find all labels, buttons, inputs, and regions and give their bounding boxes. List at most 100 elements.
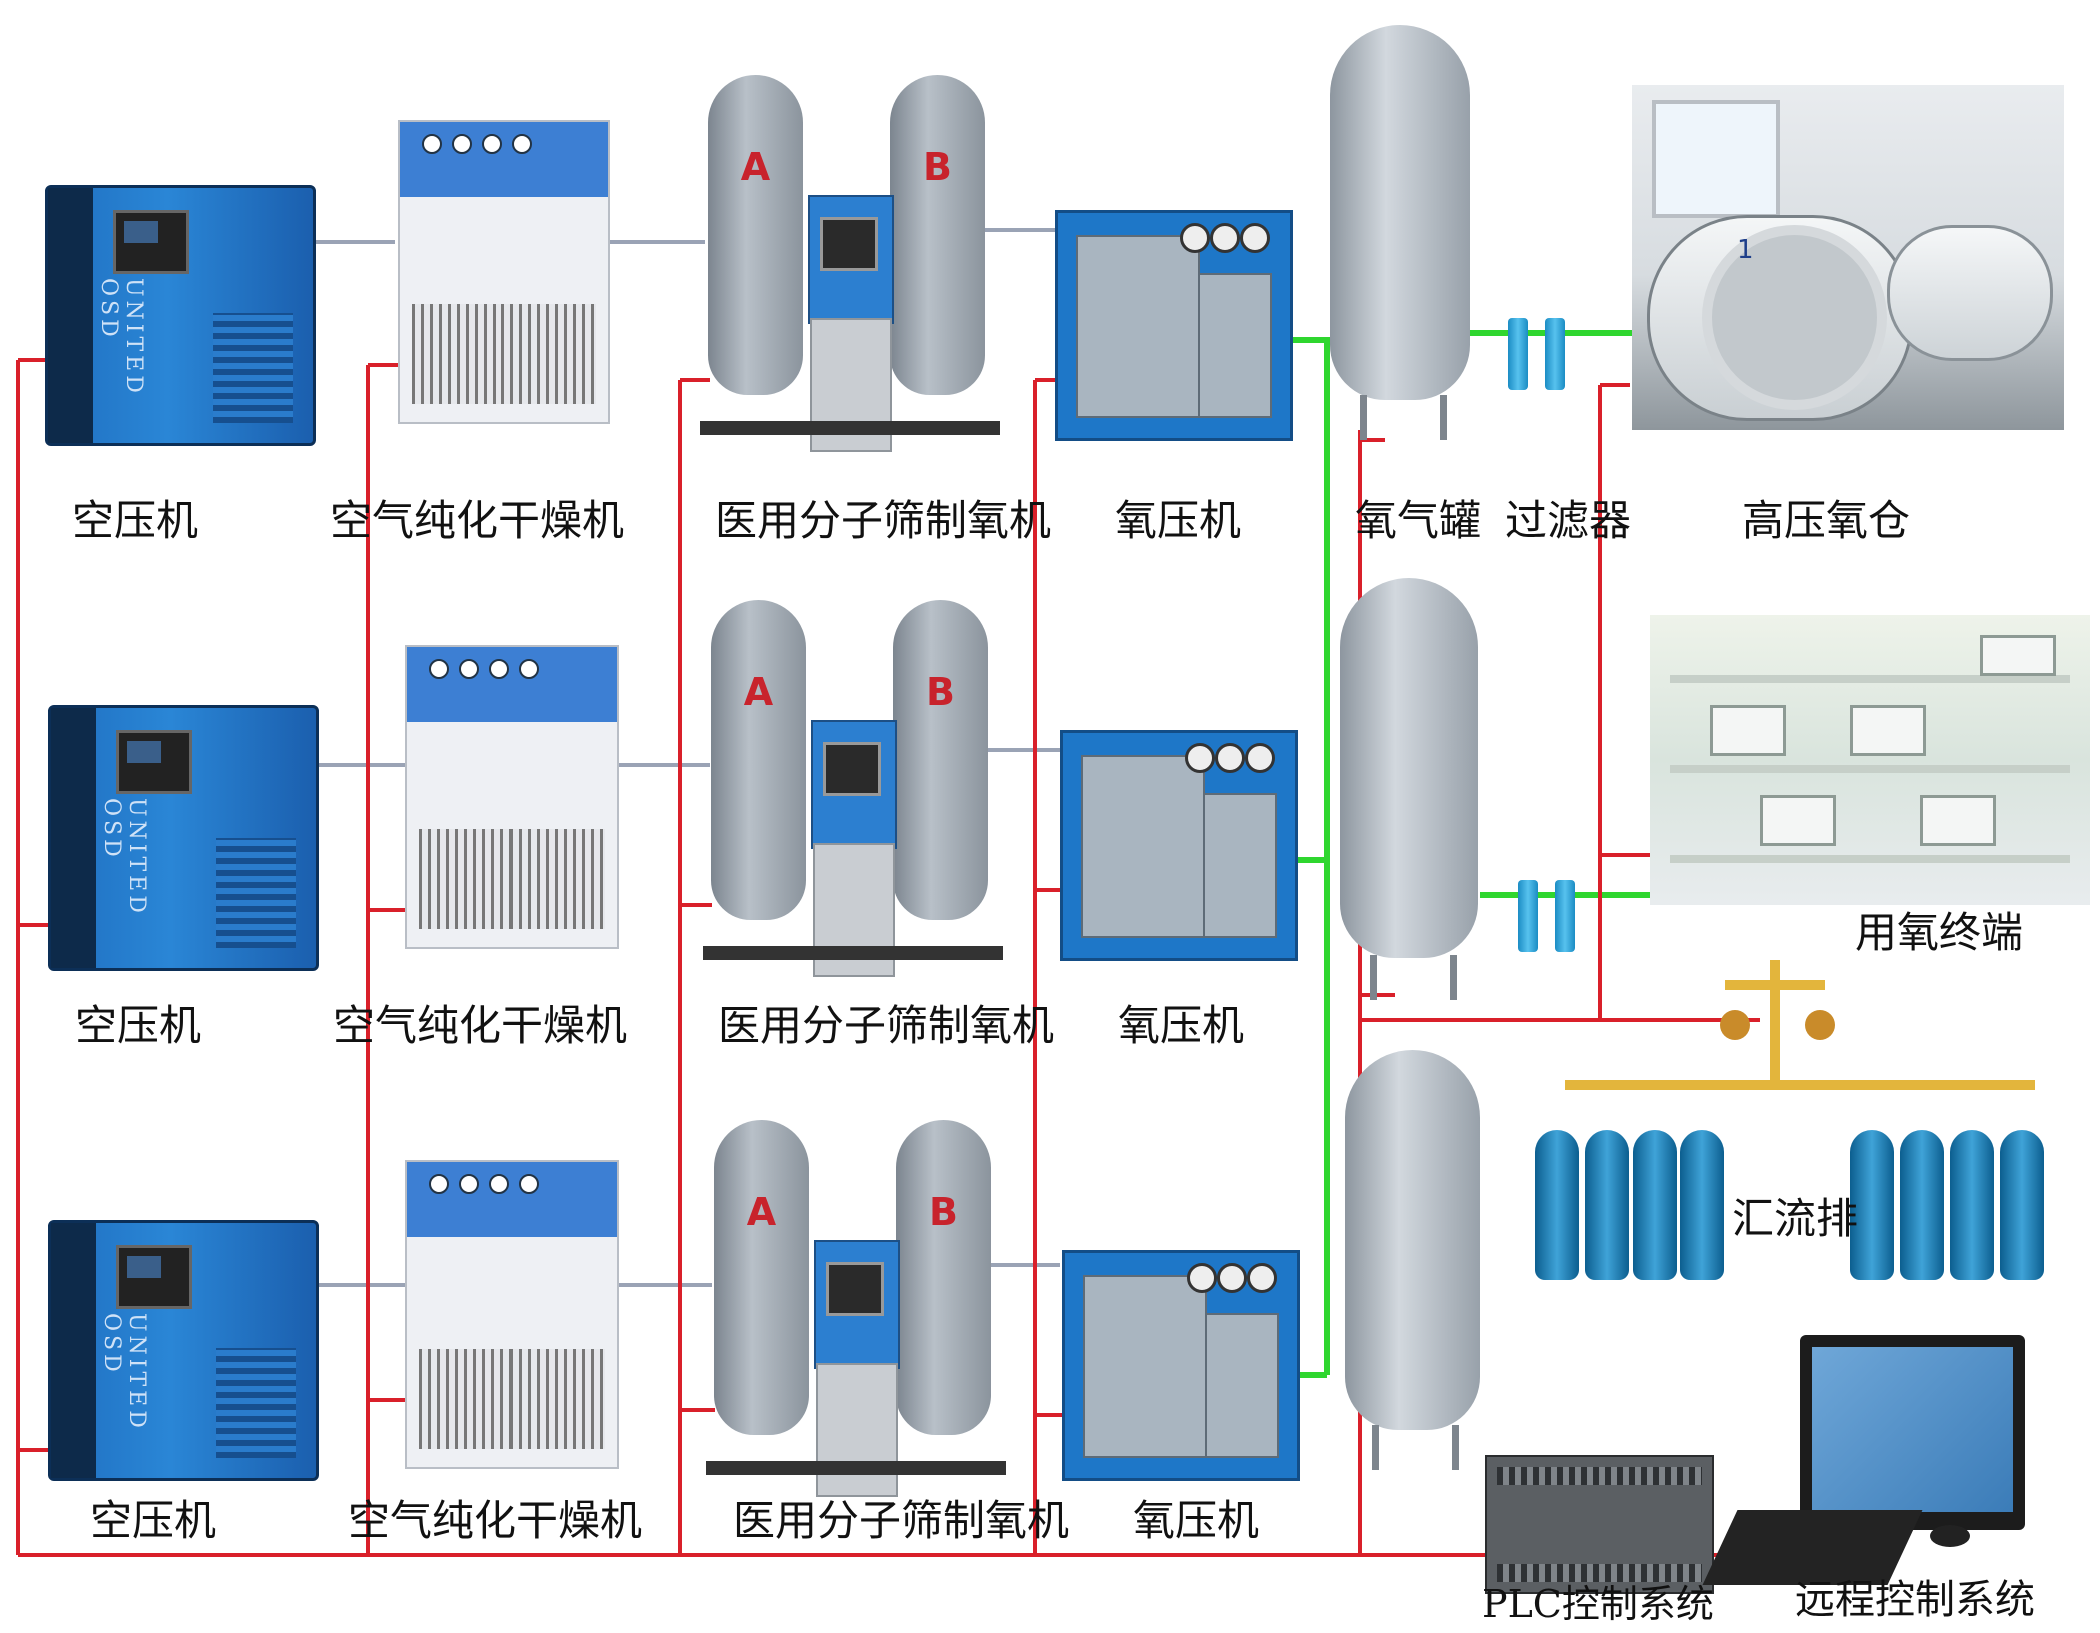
label-booster-1: 氧压机: [1115, 496, 1242, 545]
tower-a: A: [714, 1120, 809, 1435]
base-frame: [703, 946, 1003, 960]
booster-door: [1081, 755, 1205, 938]
oxygen-booster-1: [1055, 210, 1293, 441]
gauge-icon: [1245, 743, 1275, 773]
gauge-icon: [1210, 223, 1240, 253]
air-compressor-3: UNITED OSD: [48, 1220, 319, 1481]
indicator-icon: [489, 659, 509, 679]
oxygen-booster-2: [1060, 730, 1298, 961]
oxygen-tank-3: [1345, 1050, 1480, 1430]
air-dryer-3: [405, 1160, 619, 1469]
tower-b-label: B: [929, 1190, 958, 1234]
indicator-icon: [429, 659, 449, 679]
label-remote: 远程控制系统: [1795, 1577, 2035, 1623]
gauge-icon: [1180, 223, 1210, 253]
label-dryer-3: 空气纯化干燥机: [348, 1496, 643, 1545]
oxygen-generator-2: A B: [703, 555, 1003, 977]
indicator-icon: [512, 134, 532, 154]
label-compressor-1: 空压机: [72, 496, 199, 545]
hyperbaric-chamber-photo: 1: [1632, 85, 2064, 430]
air-pipes: [312, 228, 1060, 1287]
monitor: [1800, 1335, 2025, 1530]
tower-a: A: [708, 75, 803, 395]
screen-icon: [820, 217, 878, 271]
tower-a-label: A: [746, 1190, 777, 1234]
gauge-icon: [1187, 1263, 1217, 1293]
indicator-icon: [519, 659, 539, 679]
vent-grille-icon: [216, 1348, 296, 1458]
label-booster-2: 氧压机: [1118, 1001, 1245, 1050]
mouse-icon: [1930, 1525, 1970, 1547]
gas-cylinder-icon: [1585, 1130, 1629, 1280]
label-compressor-2: 空压机: [75, 1001, 202, 1050]
tower-a-label: A: [743, 670, 774, 714]
gas-cylinder-icon: [1680, 1130, 1724, 1280]
oxygen-generator-3: A B: [706, 1075, 1006, 1497]
control-panel-icon: [116, 730, 192, 794]
gas-cylinder-icon: [1900, 1130, 1944, 1280]
terminal-unit: [1920, 795, 1996, 846]
oxygen-tank-2: [1340, 578, 1478, 958]
screen-icon: [826, 1262, 884, 1316]
cabinet-base: [816, 1363, 898, 1497]
tank-leg: [1360, 395, 1367, 440]
vent-icon: [419, 829, 514, 929]
label-tank: 氧气罐: [1355, 496, 1482, 545]
tower-b: B: [890, 75, 985, 395]
tower-a: A: [711, 600, 806, 920]
vent-icon: [510, 829, 605, 929]
tank-leg: [1372, 1425, 1379, 1470]
booster-door: [1083, 1275, 1207, 1458]
label-manifold: 汇流排: [1732, 1194, 1859, 1243]
screen-icon: [823, 742, 881, 796]
regulator-icon: [1720, 1010, 1750, 1040]
manifold-pipe: [1565, 1080, 2035, 1090]
gauge-icon: [1247, 1263, 1277, 1293]
label-booster-3: 氧压机: [1133, 1496, 1260, 1545]
compressor-side-panel: [51, 708, 96, 968]
indicator-icon: [489, 1174, 509, 1194]
chamber-door: [1702, 225, 1887, 410]
tank-leg: [1370, 955, 1377, 1000]
tower-b-label: B: [926, 670, 955, 714]
plc-terminals: [1497, 1467, 1702, 1485]
gas-cylinder-icon: [2000, 1130, 2044, 1280]
label-dryer-1: 空气纯化干燥机: [330, 496, 625, 545]
label-generator-3: 医用分子筛制氧机: [733, 1496, 1070, 1545]
air-compressor-1: UNITED OSD: [45, 185, 316, 446]
indicator-icon: [452, 134, 472, 154]
brand-text: UNITED OSD: [99, 1313, 149, 1432]
filter-icon: [1545, 318, 1565, 390]
gauge-icon: [1240, 223, 1270, 253]
vent-grille-icon: [216, 838, 296, 948]
base-frame: [706, 1461, 1006, 1475]
compressor-side-panel: [48, 188, 93, 443]
gas-cylinder-icon: [1535, 1130, 1579, 1280]
oxygen-terminal-photo: [1650, 615, 2090, 905]
filter-icon: [1518, 880, 1538, 952]
indicator-icon: [429, 1174, 449, 1194]
indicator-icon: [482, 134, 502, 154]
booster-door: [1205, 1313, 1279, 1458]
control-cabinet: [808, 195, 894, 452]
terminal-shelf: [1670, 855, 2070, 863]
terminal-unit: [1760, 795, 1836, 846]
terminal-unit: [1850, 705, 1926, 756]
air-compressor-2: UNITED OSD: [48, 705, 319, 971]
dryer-top-panel: [407, 1162, 617, 1237]
air-dryer-2: [405, 645, 619, 949]
filter-icon: [1508, 318, 1528, 390]
label-dryer-2: 空气纯化干燥机: [333, 1001, 628, 1050]
label-chamber: 高压氧仓: [1742, 496, 1911, 545]
filter-icon: [1555, 880, 1575, 952]
manifold-pipe: [1770, 960, 1780, 1090]
control-cabinet: [814, 1240, 900, 1497]
terminal-shelf: [1670, 675, 2070, 683]
indicator-icon: [459, 1174, 479, 1194]
oxygen-booster-3: [1062, 1250, 1300, 1481]
dryer-top-panel: [400, 122, 608, 197]
oxygen-generator-1: A B: [700, 30, 1000, 452]
indicator-icon: [519, 1174, 539, 1194]
plc-terminals: [1497, 1564, 1702, 1582]
vent-icon: [412, 304, 507, 404]
